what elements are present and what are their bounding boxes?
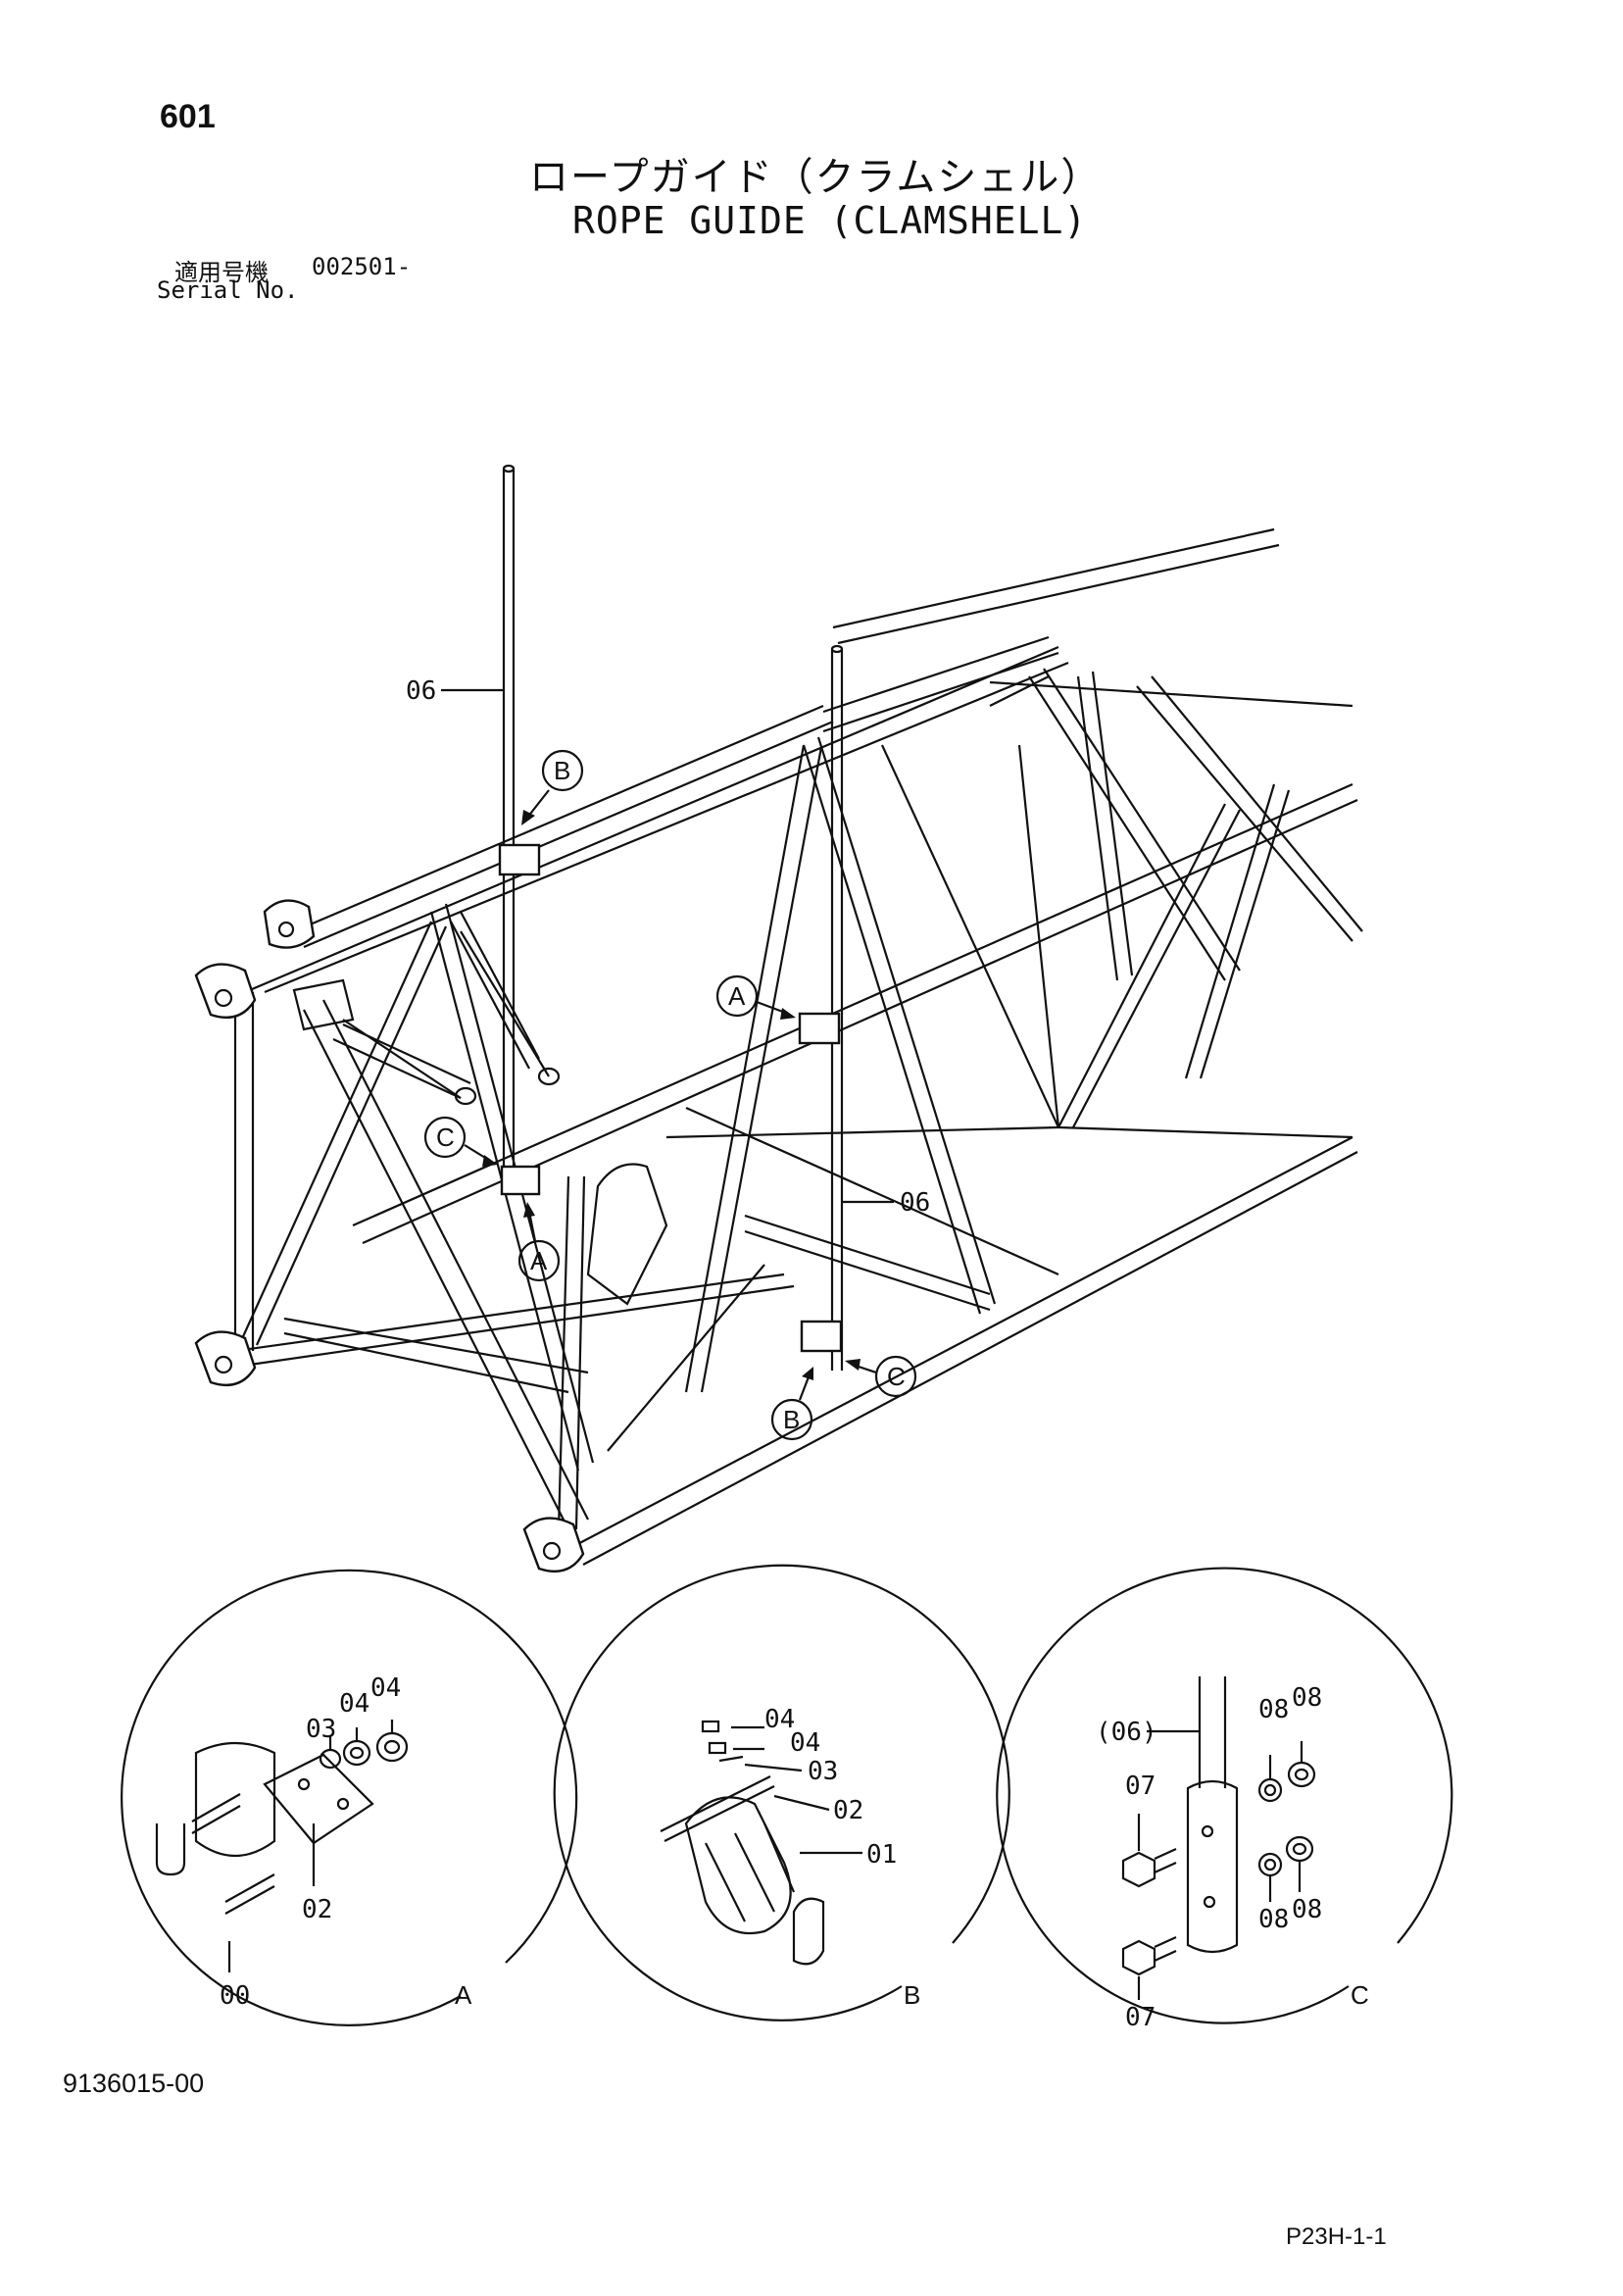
svg-text:A: A [728, 981, 746, 1011]
detail-c-letter: C [1351, 1980, 1369, 2010]
callout-b-upper: B [521, 749, 584, 825]
part-label-06-left: 06 [406, 676, 436, 706]
detail-b-label-01: 01 [866, 1840, 897, 1870]
document-number: 9136015-00 [63, 2069, 205, 2098]
svg-text:C: C [887, 1362, 906, 1391]
detail-b [553, 1564, 1010, 2021]
callout-a-upper: A [715, 974, 796, 1020]
svg-text:B: B [554, 756, 570, 785]
clamp-b-upper [498, 843, 541, 876]
callout-b-lower: B [770, 1367, 813, 1441]
detail-a-label-02: 02 [302, 1895, 332, 1924]
detail-c-label-07-upper: 07 [1125, 1772, 1156, 1801]
callout-a-lower: A [517, 1202, 561, 1282]
svg-text:C: C [436, 1123, 455, 1152]
callout-c-lower: C [845, 1355, 917, 1398]
detail-a-label-04-right: 04 [370, 1673, 401, 1703]
serial-label-english: Serial No. [157, 276, 299, 304]
detail-b-label-04-lower: 04 [790, 1728, 820, 1758]
detail-c-label-08-upper-right: 08 [1292, 1683, 1322, 1713]
title-japanese: ロープガイド（クラムシェル） [529, 155, 1103, 200]
detail-b-label-03: 03 [808, 1757, 838, 1786]
clamp-a-upper [798, 1012, 841, 1045]
detail-a-label-00: 00 [220, 1981, 250, 2011]
page-code: P23H-1-1 [1286, 2223, 1387, 2250]
detail-c-label-06-ref: (06) [1096, 1718, 1157, 1747]
guide-rod-left [502, 464, 516, 1176]
guide-rod-right [830, 644, 844, 1371]
detail-b-label-04-upper: 04 [764, 1705, 795, 1734]
detail-b-letter: B [904, 1980, 920, 2010]
detail-a [121, 1569, 578, 2026]
svg-text:A: A [530, 1246, 548, 1275]
serial-value: 002501- [312, 253, 412, 280]
clamp-b-lower [800, 1320, 843, 1353]
detail-c-label-07-lower: 07 [1125, 2003, 1156, 2032]
clamp-c-lower [500, 1165, 541, 1196]
detail-c-label-08-lower-right: 08 [1292, 1895, 1322, 1924]
detail-b-label-02: 02 [833, 1796, 863, 1825]
detail-a-label-04-left: 04 [339, 1689, 369, 1719]
detail-a-letter: A [455, 1980, 472, 2010]
detail-c [996, 1567, 1453, 2024]
detail-c-label-08-lower-left: 08 [1258, 1905, 1289, 1934]
detail-c-label-08-upper-left: 08 [1258, 1695, 1289, 1724]
svg-text:B: B [783, 1405, 800, 1434]
detail-a-label-03: 03 [306, 1715, 336, 1744]
lattice-boom-drawing [194, 527, 1363, 1573]
page-number: 601 [160, 98, 216, 135]
serial-label-japanese: 適用号機 [174, 259, 269, 286]
part-label-06-right: 06 [900, 1188, 930, 1218]
title-english: ROPE GUIDE (CLAMSHELL) [572, 199, 1088, 242]
callout-c-middle: C [423, 1116, 498, 1167]
